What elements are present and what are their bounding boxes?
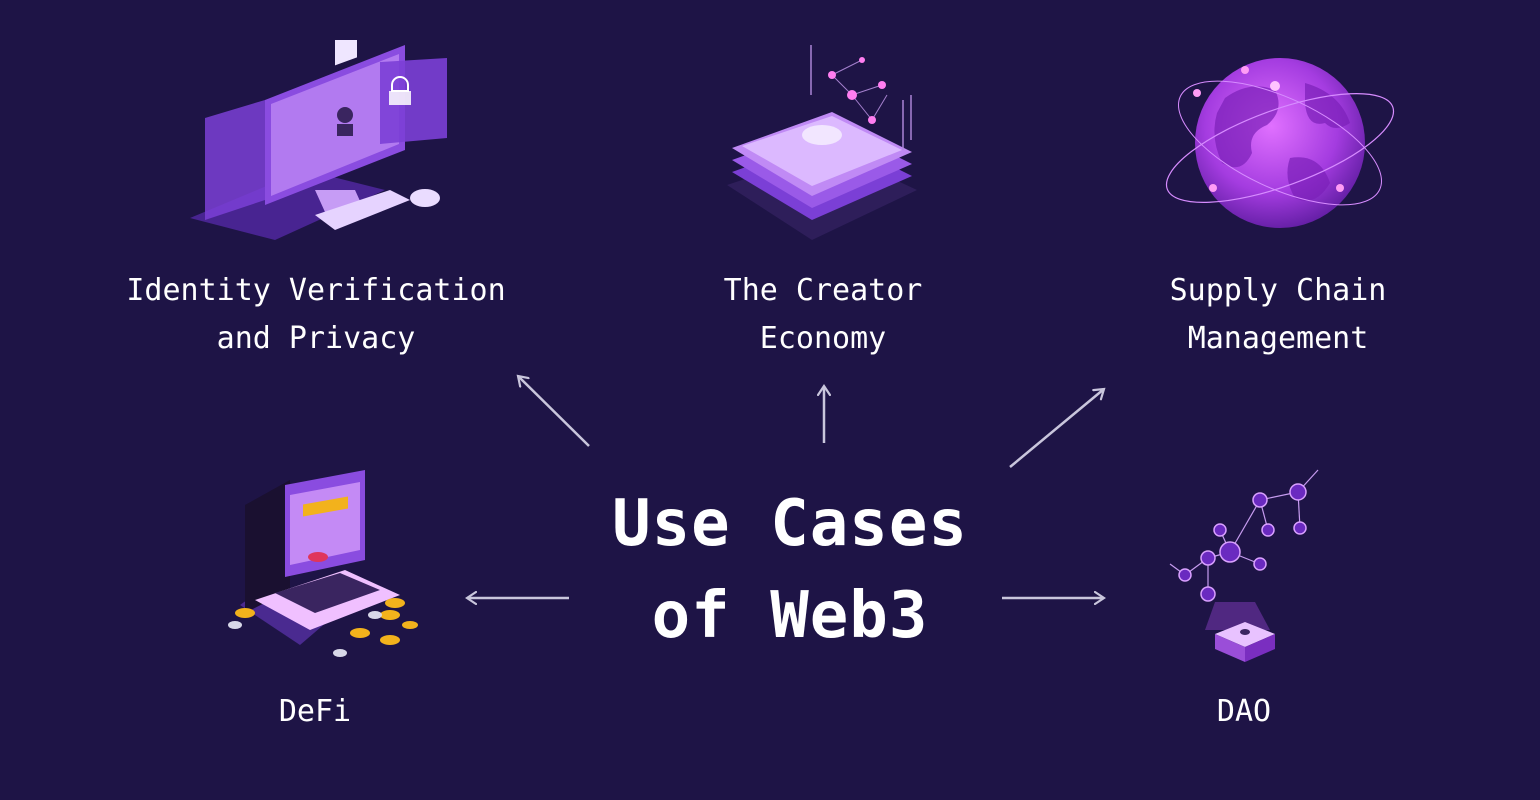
label-identity-line-2: and Privacy	[216, 321, 416, 356]
label-dao: DAO	[1144, 688, 1344, 736]
network-nodes-icon	[1169, 469, 1319, 662]
laptop-wallet-icon	[228, 470, 418, 657]
label-creator: The Creator Economy	[672, 267, 974, 363]
tablet-chart-icon	[727, 45, 917, 240]
label-identity: Identity Verification and Privacy	[96, 267, 536, 363]
label-supply-line-2: Management	[1187, 321, 1369, 356]
label-supply-line-1: Supply Chain	[1169, 273, 1387, 308]
globe-network-icon	[1165, 58, 1395, 228]
label-defi: DeFi	[215, 688, 415, 736]
arrow-to-identity	[518, 376, 590, 447]
label-identity-line-1: Identity Verification	[126, 273, 506, 308]
label-defi-line-1: DeFi	[278, 694, 352, 729]
page-title: Use Cases of Web3	[560, 478, 1020, 662]
label-dao-line-1: DAO	[1216, 694, 1272, 729]
label-creator-line-2: Economy	[759, 321, 887, 356]
arrow-to-supply	[1009, 389, 1104, 468]
computer-lock-icon	[190, 40, 447, 240]
label-supply: Supply Chain Management	[1127, 267, 1429, 363]
title-line-1: Use Cases	[612, 487, 968, 561]
label-creator-line-1: The Creator	[723, 273, 923, 308]
title-line-2: of Web3	[651, 579, 929, 653]
